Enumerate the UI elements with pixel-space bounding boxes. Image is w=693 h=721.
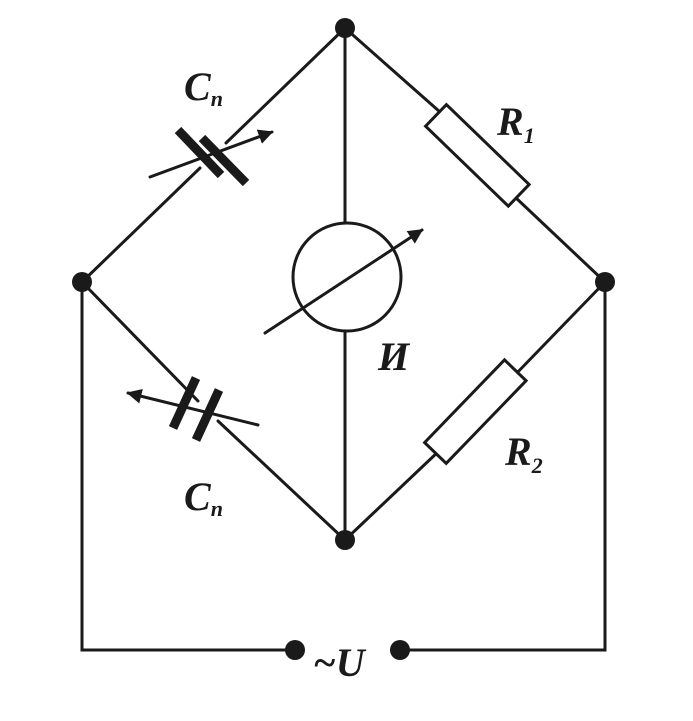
capacitor-top-label: Cn — [184, 64, 223, 111]
capacitor-top-branch — [80, 26, 347, 284]
meter-label: И — [377, 334, 411, 379]
source-label: ~U — [313, 640, 367, 685]
terminal-right — [390, 640, 410, 660]
meter-branch — [263, 26, 424, 542]
resistor-1-label: R1 — [496, 99, 535, 148]
supply-wires — [80, 280, 607, 652]
variable-arrow-icon — [148, 129, 274, 179]
resistor-1-branch — [343, 26, 607, 284]
capacitor-bottom-branch — [80, 280, 347, 542]
resistor-2-body — [422, 357, 529, 466]
variable-arrow-icon — [126, 388, 260, 427]
capacitor-bottom-label: Cn — [184, 474, 223, 521]
resistor-2-branch — [343, 280, 607, 542]
resistor-2-label: R2 — [504, 429, 543, 478]
terminal-left — [285, 640, 305, 660]
node-left — [72, 272, 92, 292]
meter-arrow-icon — [263, 228, 424, 335]
node-bottom — [335, 530, 355, 550]
meter-circle — [291, 221, 403, 333]
node-right — [595, 272, 615, 292]
resistor-1-body — [423, 102, 532, 209]
node-top — [335, 18, 355, 38]
